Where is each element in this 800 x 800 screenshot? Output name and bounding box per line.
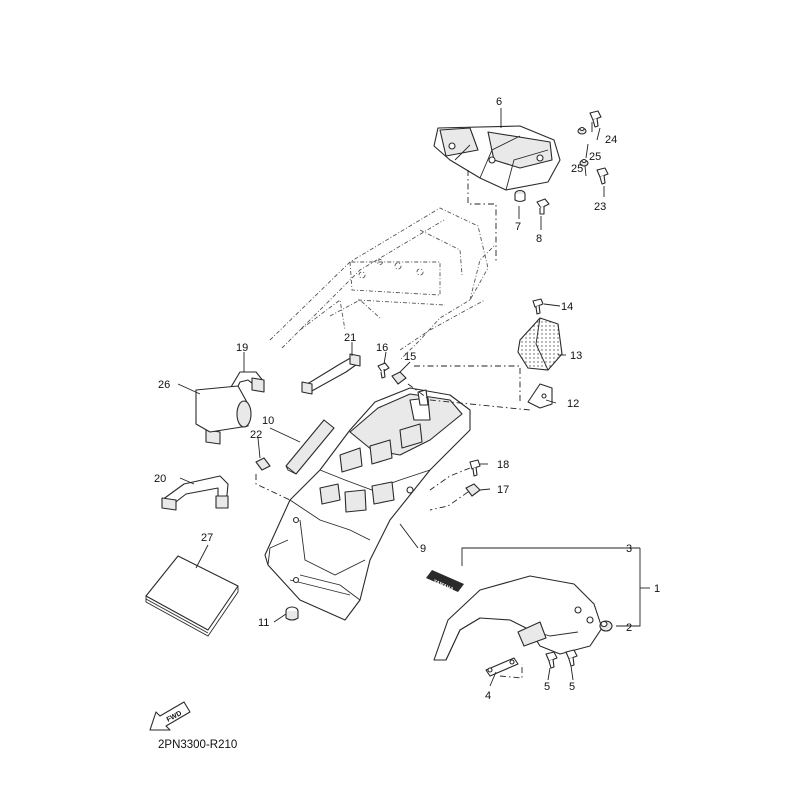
callout-18: 18 (497, 459, 509, 471)
part-1-front-fender (433, 575, 603, 661)
part-7-collar (514, 189, 526, 203)
callout-4: 4 (485, 690, 491, 702)
callout-13: 13 (570, 350, 582, 362)
callout-25-b: 25 (571, 163, 583, 175)
rear-frame-phantom (269, 207, 495, 361)
leader-lines (177, 108, 650, 687)
callout-21: 21 (344, 332, 356, 344)
callout-14: 14 (561, 301, 573, 313)
callout-1: 1 (654, 583, 660, 595)
part-14-screw (532, 298, 544, 315)
callout-6: 6 (496, 96, 502, 108)
part-20-strap (161, 475, 229, 511)
callout-26: 26 (158, 379, 170, 391)
callout-12: 12 (567, 398, 579, 410)
callout-24: 24 (605, 134, 617, 146)
part-25-damper-b (579, 158, 589, 167)
part-17-nut (465, 483, 481, 497)
diagram-code: 2PN3300-R210 (158, 739, 237, 751)
callout-25-a: 25 (589, 151, 601, 163)
callout-5-b: 5 (569, 681, 575, 693)
part-3-decal: YAMAHA (426, 570, 464, 593)
callout-22: 22 (250, 429, 262, 441)
callout-labels: 6 24 25 25 23 7 8 19 26 21 16 15 14 13 1… (154, 96, 660, 702)
part-11-grommet (285, 606, 299, 621)
part-6-rear-bracket (433, 125, 561, 191)
callout-16: 16 (376, 342, 388, 354)
part-21-strap (301, 353, 361, 395)
callout-19: 19 (236, 342, 248, 354)
part-13-mud-flap (517, 317, 563, 371)
callout-7: 7 (515, 221, 521, 233)
part-23-bolt (596, 167, 609, 185)
part-5-bolt-b (565, 649, 578, 667)
callout-8: 8 (536, 233, 542, 245)
callout-11: 11 (258, 617, 269, 629)
fwd-arrow-icon: FWD (149, 701, 191, 731)
part-27-manual (145, 555, 239, 637)
part-5-bolt-a (545, 651, 558, 669)
part-4-stay (485, 657, 519, 677)
part-25-damper-a (577, 126, 587, 135)
callout-5-a: 5 (544, 681, 550, 693)
callout-9: 9 (420, 543, 426, 555)
callout-20: 20 (154, 473, 166, 485)
part-2-damper (599, 620, 613, 632)
part-24-bolt (589, 110, 602, 128)
part-22-clip-nut (255, 457, 271, 471)
part-10-damper-strip (285, 419, 335, 475)
part-18-bolt (469, 459, 481, 477)
callout-3: 3 (626, 543, 632, 555)
part-9-rear-fender (264, 387, 471, 621)
callout-17: 17 (497, 484, 509, 496)
part-8-bolt (536, 198, 550, 215)
callout-23: 23 (594, 201, 606, 213)
callout-27: 27 (201, 532, 213, 544)
callout-15: 15 (404, 351, 416, 363)
part-26-holder (195, 385, 252, 433)
part-12-bracket-plate (527, 383, 553, 409)
callout-2: 2 (626, 622, 632, 634)
part-16-bolt (377, 362, 390, 379)
callout-10: 10 (262, 415, 274, 427)
part-15-nut (391, 371, 407, 385)
